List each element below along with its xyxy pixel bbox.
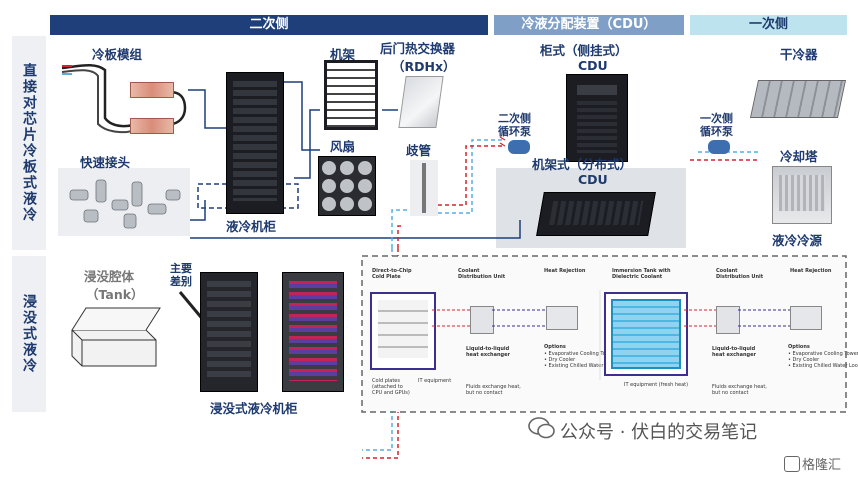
label-manifold: 歧管 — [406, 143, 432, 158]
schem-right-note1: IT equipment (fresh heat) — [624, 382, 689, 388]
schem-left-hx — [470, 306, 494, 334]
schem-left-options-title: Options — [544, 344, 566, 350]
label-cdu-1: CDU — [578, 58, 608, 73]
cabinet-cdu-image — [566, 74, 628, 162]
label-liquid-cooling-cabinet: 液冷机柜 — [226, 219, 277, 234]
schem-left-note1: Cold plates (attached to CPU and GPUs) — [372, 378, 410, 396]
cold-plate-module-image-2 — [130, 118, 174, 134]
fan-grid — [322, 161, 372, 211]
label-primary-pump: 一次侧 循环泵 — [700, 112, 733, 138]
label-cooling-tower: 冷却塔 — [780, 149, 818, 164]
immersion-tank-image — [71, 307, 161, 367]
schem-right-cooling-unit — [790, 306, 822, 330]
cold-plate-module-image — [130, 82, 174, 98]
schem-left-cooling-unit — [546, 306, 578, 330]
label-rack-cdu: 机架式（分布式） — [532, 157, 633, 172]
label-rdhx: （RDHx） — [392, 59, 456, 74]
label-rack-frame: 机架 — [330, 47, 356, 62]
schem-left-col3-title: Heat Rejection — [544, 268, 586, 274]
label-cabinet-cdu: 柜式（侧挂式） — [540, 43, 628, 58]
label-immersion-cabinet: 浸没式液冷机柜 — [210, 401, 298, 416]
header-primary-side: 一次侧 — [690, 15, 847, 35]
section-immersion: 浸没式液冷 — [12, 256, 46, 412]
immersion-cabinet-image-1 — [200, 272, 258, 392]
label-cooling-source: 液冷冷源 — [772, 233, 823, 248]
label-cold-plate-module: 冷板模组 — [92, 47, 143, 62]
wechat-icon — [528, 417, 555, 439]
fan-image — [318, 156, 376, 216]
header-cdu: 冷液分配装置（CDU） — [494, 15, 684, 35]
label-immersion-tank: 浸没腔体 — [84, 269, 135, 284]
schem-right-col1-title: Immersion Tank with Dielectric Coolant — [612, 268, 671, 280]
schem-right-immersion-tank — [604, 292, 688, 376]
label-cdu-2: CDU — [578, 172, 608, 187]
schem-left-col1-title: Direct-to-Chip Cold Plate — [372, 268, 412, 280]
server-rack-image — [226, 72, 284, 214]
label-main-difference: 主要 差别 — [170, 262, 192, 288]
schem-left-note2: IT equipment — [418, 378, 452, 384]
schem-right-hx — [716, 306, 740, 334]
schem-right-col2-title: Coolant Distribution Unit — [716, 268, 764, 280]
schem-left-hx-label: Liquid-to-liquid heat exchanger — [466, 346, 510, 358]
label-rear-door-hx: 后门热交换器 — [380, 41, 456, 56]
rack-frame-image — [324, 60, 378, 130]
schem-right-col3-title: Heat Rejection — [790, 268, 832, 274]
label-dry-cooler: 干冷器 — [780, 47, 818, 62]
schem-right-options: • Evaporative Cooling Tower • Dry Cooler… — [788, 351, 858, 369]
cooling-tower-image — [772, 166, 832, 224]
schem-left-col2-title: Coolant Distribution Unit — [458, 268, 506, 280]
label-secondary-pump: 二次侧 循环泵 — [498, 112, 531, 138]
schem-right-hx-note: Fluids exchange heat, but no contact — [712, 384, 767, 396]
watermark-text: 公众号 · 伏白的交易笔记 — [560, 422, 758, 443]
schem-left-cold-plate-box — [370, 292, 436, 370]
brand-logo-icon — [784, 456, 800, 472]
schem-right-hx-label: Liquid-to-liquid heat exchanger — [712, 346, 756, 358]
brand-name: 格隆汇 — [802, 458, 842, 473]
cold-plate-tubing — [61, 64, 187, 134]
manifold-image — [410, 160, 438, 216]
quick-connector-image — [69, 179, 181, 229]
schem-right-options-title: Options — [788, 344, 810, 350]
label-fan: 风扇 — [330, 139, 356, 154]
label-quick-connector: 快速接头 — [80, 155, 131, 170]
label-tank: （Tank） — [86, 287, 144, 302]
immersion-cabinet-image-2 — [282, 272, 344, 392]
schem-left-hx-note: Fluids exchange heat, but no contact — [466, 384, 521, 396]
primary-pump-icon — [708, 140, 730, 154]
section-cold-plate: 直接对芯片冷板式液冷 — [12, 36, 46, 250]
header-secondary-side: 二次侧 — [50, 15, 488, 35]
secondary-pump-icon — [508, 140, 530, 154]
